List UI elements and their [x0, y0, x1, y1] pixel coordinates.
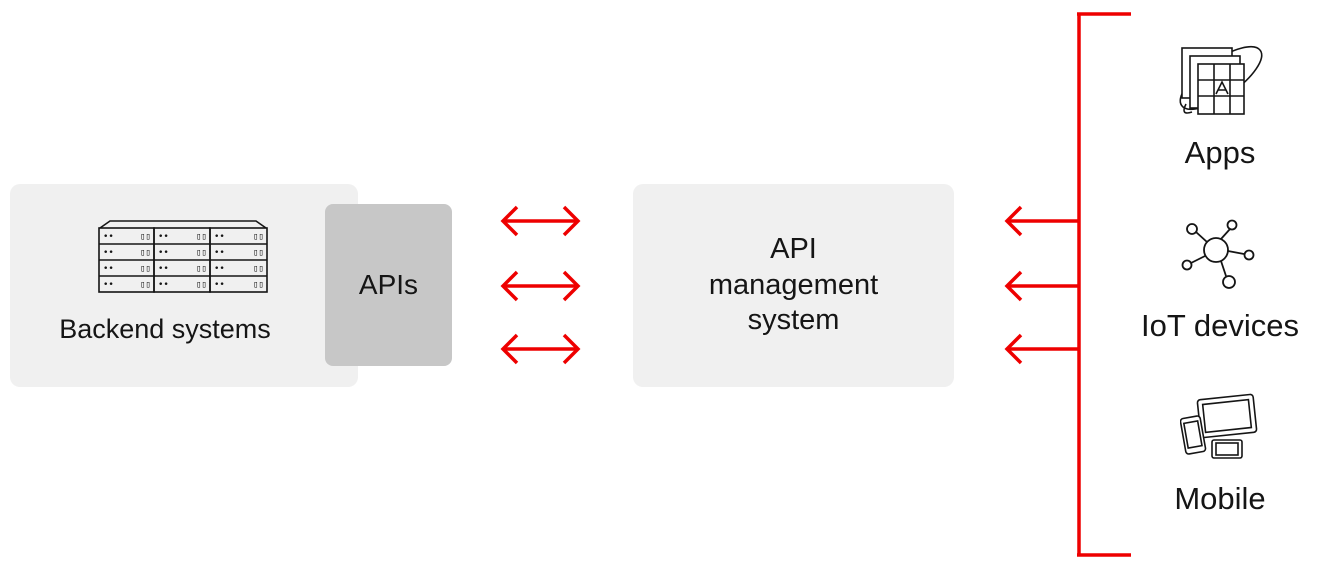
apps-icon: [1179, 45, 1263, 115]
svg-text:••: ••: [158, 280, 169, 290]
svg-text:▯▯: ▯▯: [140, 232, 151, 242]
svg-text:▯▯: ▯▯: [140, 248, 151, 258]
double-arrow-2: [500, 270, 581, 302]
svg-text:▯▯: ▯▯: [196, 264, 207, 274]
double-arrow-3: [500, 333, 581, 365]
svg-text:▯▯: ▯▯: [140, 264, 151, 274]
svg-text:••: ••: [103, 280, 114, 290]
server-rack-icon: ••▯▯ ••▯▯ ••▯▯ ••▯▯ ••▯▯ ••▯▯ ••▯▯ ••▯▯ …: [98, 220, 268, 293]
svg-text:▯▯: ▯▯: [196, 280, 207, 290]
mobile-label: Mobile: [1174, 481, 1266, 516]
svg-text:••: ••: [158, 264, 169, 274]
mobile-devices-icon: [1180, 393, 1258, 459]
svg-text:▯▯: ▯▯: [253, 280, 264, 290]
backend-systems-label: Backend systems: [59, 314, 271, 344]
clients-bracket: [1077, 12, 1131, 557]
apps-label: Apps: [1184, 135, 1256, 170]
left-arrow-2: [1004, 270, 1079, 302]
svg-text:▯▯: ▯▯: [196, 248, 207, 258]
api-management-system-box: API management system: [633, 184, 954, 387]
iot-icon: [1181, 219, 1255, 289]
backend-systems-panel: [10, 184, 358, 387]
double-arrow-1: [500, 205, 581, 237]
svg-text:••: ••: [103, 264, 114, 274]
svg-text:••: ••: [214, 248, 225, 258]
svg-text:▯▯: ▯▯: [253, 264, 264, 274]
svg-text:••: ••: [214, 280, 225, 290]
iot-devices-label: IoT devices: [1141, 308, 1299, 343]
svg-text:••: ••: [103, 232, 114, 242]
svg-text:▯▯: ▯▯: [196, 232, 207, 242]
apis-box: APIs: [325, 204, 452, 366]
svg-text:▯▯: ▯▯: [140, 280, 151, 290]
svg-text:▯▯: ▯▯: [253, 248, 264, 258]
svg-text:▯▯: ▯▯: [253, 232, 264, 242]
svg-text:••: ••: [214, 264, 225, 274]
svg-text:••: ••: [158, 248, 169, 258]
svg-text:••: ••: [103, 248, 114, 258]
left-arrow-3: [1004, 333, 1079, 365]
svg-text:••: ••: [158, 232, 169, 242]
left-arrow-1: [1004, 205, 1079, 237]
api-management-label: API management system: [708, 233, 879, 337]
apis-label: APIs: [358, 269, 419, 300]
svg-text:••: ••: [214, 232, 225, 242]
